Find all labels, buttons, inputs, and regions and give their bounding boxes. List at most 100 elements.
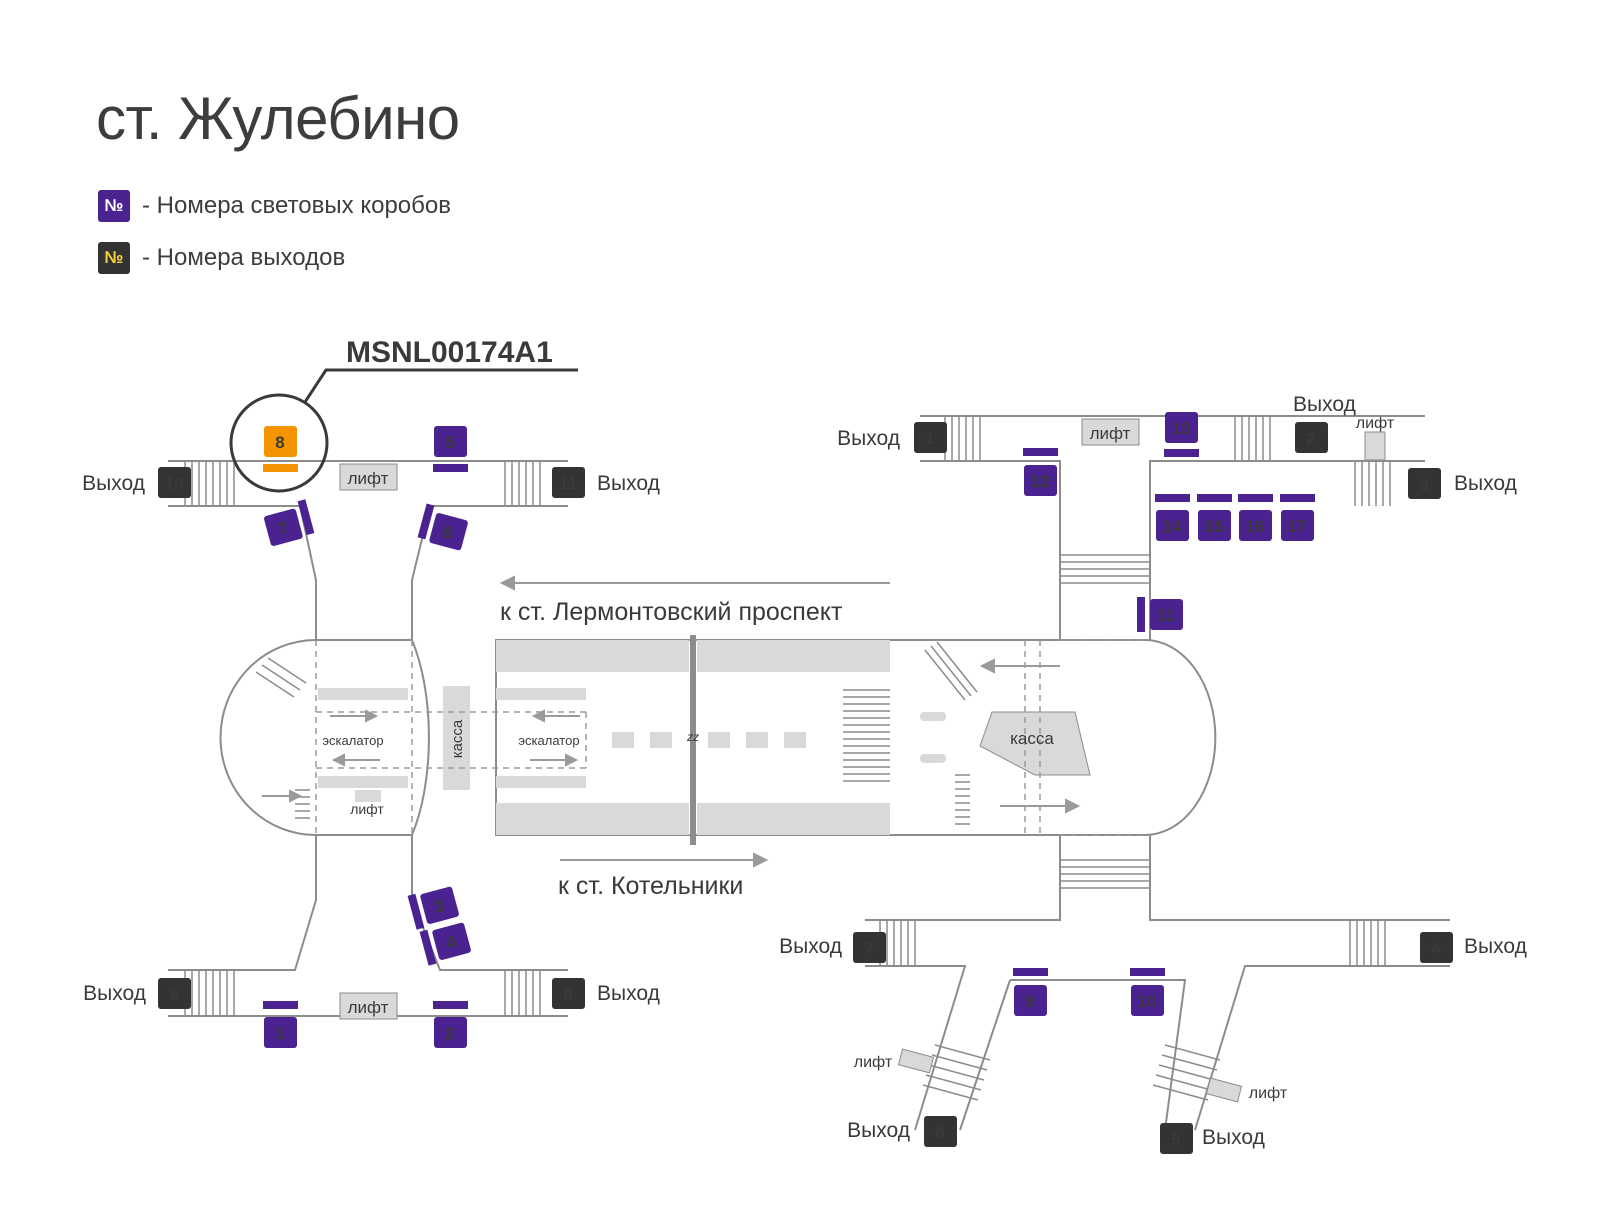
stairs-exit-1 <box>944 416 981 461</box>
lightbox-14-bar <box>1155 494 1190 502</box>
stairs-exit-11 <box>504 461 541 506</box>
direction-kotelniki: к ст. Котельники <box>558 872 743 900</box>
turnstile-2 <box>920 754 946 763</box>
arrows <box>262 575 1081 868</box>
lightbox-3-bar <box>407 893 425 930</box>
exit-number-10: 10 <box>165 474 184 493</box>
exit-badge-2[interactable] <box>1295 422 1328 453</box>
exit-number-3: 3 <box>1419 475 1428 494</box>
station-title: ст. Жулебино <box>96 85 460 152</box>
turnstile-1 <box>920 712 946 721</box>
esc-left-top-bar <box>318 688 408 700</box>
lift-label-left-top: лифт <box>348 469 389 488</box>
lightbox-11-bar <box>1137 597 1145 632</box>
lightbox-5[interactable] <box>434 426 467 457</box>
exit-number-11: 11 <box>559 474 577 493</box>
lightbox-9[interactable] <box>1014 985 1047 1016</box>
lightbox-2-bar <box>433 1001 468 1009</box>
lightbox-1-number: 1 <box>275 1024 284 1043</box>
lightbox-14[interactable] <box>1156 510 1189 541</box>
platform-fills <box>318 640 1091 835</box>
exit-word-4: Выход <box>1464 935 1527 958</box>
lightbox-6[interactable] <box>429 512 469 551</box>
stairs-exit-4 <box>1349 920 1386 966</box>
exit-badge-5[interactable] <box>1160 1123 1193 1154</box>
stairs-diagonal-right <box>924 641 978 701</box>
exit-badge-9[interactable] <box>158 978 191 1009</box>
escalator-label-left: эскалатор <box>322 733 383 748</box>
stairs-small-right <box>955 774 970 825</box>
lift-boxes: лифт лифт лифт лифт лифт лифт лифт <box>339 415 1395 1103</box>
exit-badge-1[interactable] <box>914 422 947 453</box>
right-bottom-wall-d <box>1194 965 1450 1131</box>
stairs-exit-8 <box>504 970 541 1016</box>
exit-word-1: Выход <box>837 427 900 450</box>
callout-code: MSNL00174A1 <box>346 336 553 369</box>
stairs-exit-6 <box>922 1044 991 1101</box>
lightbox-3[interactable] <box>420 886 460 924</box>
lightbox-15-bar <box>1197 494 1232 502</box>
exit-badge-6[interactable] <box>924 1116 957 1147</box>
lightbox-5-number: 5 <box>445 433 454 452</box>
right-bottom-wall-b <box>1149 835 1450 921</box>
lift-box-left-top <box>339 463 398 491</box>
esc-arrow-2-head <box>331 753 345 767</box>
lightbox-10[interactable] <box>1131 985 1164 1016</box>
platform-band-c <box>496 803 689 835</box>
stairs-diagonal-left <box>255 657 307 698</box>
lift-box-exit-2 <box>1364 431 1386 461</box>
exit-number-8: 8 <box>563 985 572 1004</box>
exit-words: Выход Выход Выход Выход Выход Выход Выхо… <box>82 393 1527 1149</box>
direction-lermontovsky: к ст. Лермонтовский проспект <box>500 598 843 626</box>
exit-number-2: 2 <box>1306 429 1315 448</box>
flow-arrow-left-head <box>289 789 303 803</box>
exit-word-5: Выход <box>1202 1126 1265 1149</box>
lightbox-12[interactable] <box>1024 465 1057 496</box>
lightbox-8-highlighted[interactable] <box>264 426 297 457</box>
right-bottom-wall-f <box>959 979 1011 1131</box>
lightbox-4[interactable] <box>432 922 472 960</box>
exit-number-1: 1 <box>925 429 934 448</box>
legend-exit-text: - Номера выходов <box>142 244 346 271</box>
exit-word-6: Выход <box>847 1119 910 1142</box>
exit-badge-11[interactable] <box>552 467 585 498</box>
stairs-exit-5 <box>1152 1044 1221 1101</box>
lightbox-1-bar <box>263 1001 298 1009</box>
exit-badge-8[interactable] <box>552 978 585 1009</box>
bench-3 <box>708 732 730 748</box>
exit-word-2: Выход <box>1293 393 1356 416</box>
lightbox-4-group: 4 <box>419 922 472 966</box>
lightbox-1[interactable] <box>264 1017 297 1048</box>
exit-badge-7[interactable] <box>853 932 886 963</box>
lightbox-13[interactable] <box>1165 412 1198 443</box>
lift-label-left-bottom: лифт <box>348 998 389 1017</box>
lightbox-7-bar <box>297 499 315 536</box>
left-top-corridor-wall-lower-b <box>411 505 568 640</box>
lightbox-7[interactable] <box>263 508 303 546</box>
exit-number-5: 5 <box>1171 1130 1180 1149</box>
lightbox-12-number: 12 <box>1031 472 1050 491</box>
dashed-lines <box>315 639 1150 836</box>
lightbox-13-number: 13 <box>1172 419 1191 438</box>
esc-right-bottom-bar <box>496 776 586 788</box>
exit-badges: 10 11 9 8 1 2 3 4 7 6 5 <box>158 422 1453 1154</box>
track-zz-label: zz <box>686 730 699 744</box>
exit-badge-10[interactable] <box>158 467 191 498</box>
lightbox-11-number: 11 <box>1157 606 1175 625</box>
lift-label-exit-2: лифт <box>1356 415 1395 432</box>
lightbox-17-number: 17 <box>1288 517 1307 536</box>
esc-arrow-3-head <box>531 709 545 723</box>
lightbox-11[interactable] <box>1150 599 1183 630</box>
exit-word-9: Выход <box>83 982 146 1005</box>
lightbox-6-bar <box>417 503 435 540</box>
lightbox-17[interactable] <box>1281 510 1314 541</box>
exit-badge-3[interactable] <box>1408 468 1441 499</box>
stairs-exit-10 <box>184 461 235 506</box>
lightbox-15[interactable] <box>1198 510 1231 541</box>
lightbox-16[interactable] <box>1239 510 1272 541</box>
exit-badge-4[interactable] <box>1420 932 1453 963</box>
left-vestibule <box>219 639 430 836</box>
bench-1 <box>612 732 634 748</box>
lightbox-2[interactable] <box>434 1017 467 1048</box>
esc-right-top-bar <box>496 688 586 700</box>
